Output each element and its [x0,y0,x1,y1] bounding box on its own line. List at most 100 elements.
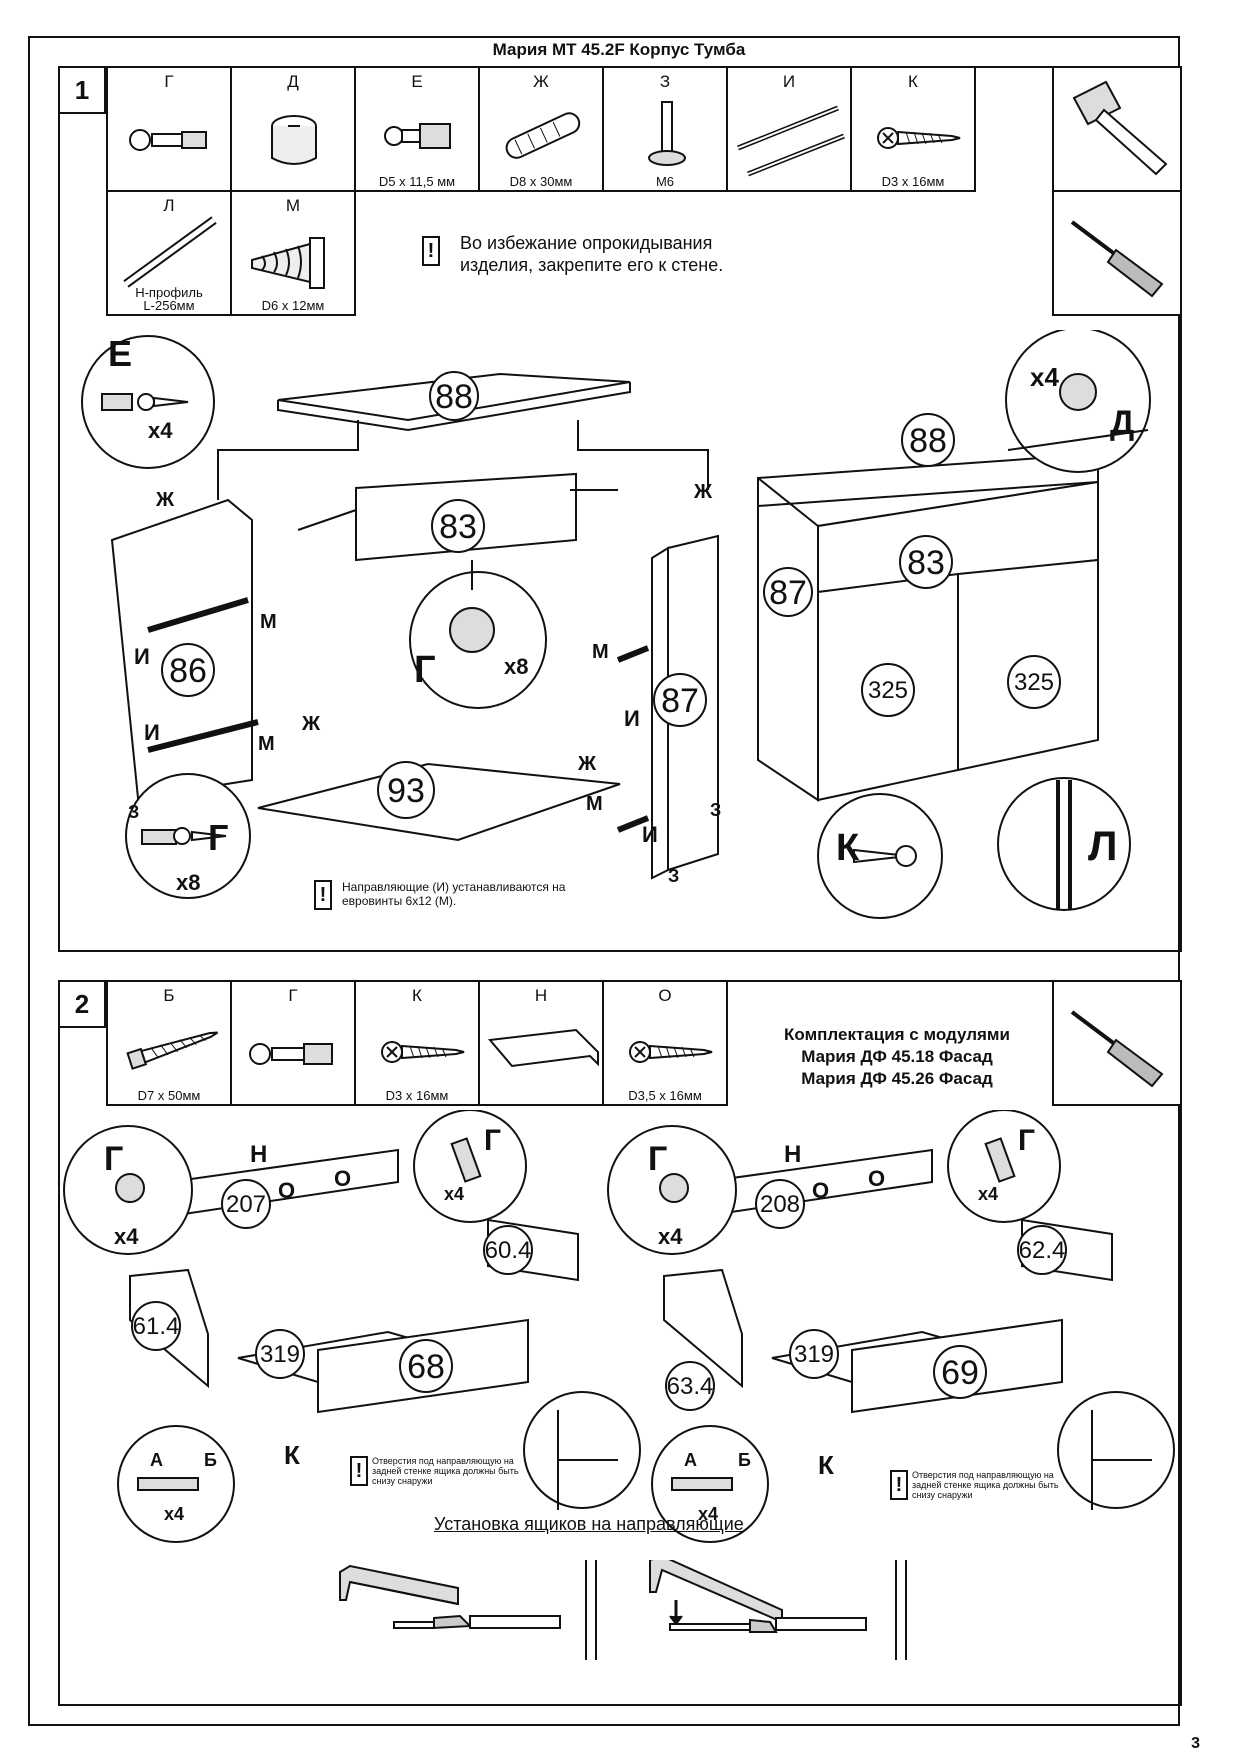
part-letter: Н [534,986,548,1005]
step2-number: 2 [58,980,106,1028]
callout-i-3: И [144,720,160,745]
part-letter: К [412,986,422,1005]
callout-z-2: З [710,800,721,820]
part-label-side-assembled: 87 [769,574,807,612]
callout-k-r: К [818,1450,834,1480]
drawer1-side-r-label: 60.4 [485,1237,532,1264]
callout-m-1: М [260,611,277,633]
drawer2-bottom-label: 319 [794,1341,834,1368]
handle-profile-icon [488,1028,599,1068]
callout-k: К [836,827,860,869]
callout-i-4: И [642,822,658,847]
step1-number: 1 [58,66,106,114]
callout-zh-3: Ж [301,713,321,735]
screwdriver-tool-box [1052,190,1182,316]
part-letter: И [782,72,796,91]
page-number: 3 [1191,1735,1200,1752]
callout-o-l2: О [334,1166,351,1191]
cam-lock-icon [271,115,317,165]
part-label-top-assembled: 88 [909,422,947,460]
part-label-rail-assembled: 83 [907,544,945,582]
part-cell-o: О D3,5 x 16мм [602,980,728,1106]
callout-x4-l3: x4 [164,1504,184,1524]
callout-zh-2: Ж [693,481,713,503]
h-profile-icon [123,216,217,288]
part-letter: Г [288,986,298,1005]
part-letter: Б [163,986,175,1005]
callout-m-4: М [586,793,603,815]
part-cell-b: Б D7 x 50мм [106,980,232,1106]
callout-g-r1: Г [648,1140,667,1178]
drawer-note-1: Отверстия под направляющую на задней сте… [372,1456,519,1486]
dowel-icon [505,112,581,159]
part-cell-g: Г [106,66,232,192]
callout-zh-1: Ж [155,489,175,511]
part-cell-e: Е D5 x 11,5 мм [354,66,480,192]
part-letter: О [658,986,672,1005]
drawer2-back-label: 69 [941,1354,979,1392]
drawer-slide-icon [737,105,845,177]
hammer-tool-box [1052,66,1182,192]
callout-g-l1: Г [104,1140,123,1178]
kit-line: Мария ДФ 45.18 Фасад [801,1047,993,1066]
kit-line: Комплектация с модулями [784,1025,1010,1044]
drawer1-back-label: 68 [407,1348,445,1386]
warning-icon: ! [422,236,440,266]
drawer1-side-l-label: 61.4 [133,1313,180,1340]
part-label-front-rail: 83 [439,508,477,546]
part-letter: Ж [533,72,549,91]
drawer-install-title: Установка ящиков на направляющие [434,1514,744,1534]
callout-m-2: М [592,641,609,663]
part-label-door-right: 325 [1014,669,1054,696]
callout-o-r1: О [812,1178,829,1203]
callout-a-l: А [150,1450,163,1470]
part-caption: D3 x 16мм [385,1088,449,1103]
callout-b-l: Б [204,1450,217,1470]
drawer1-front-label: 207 [226,1191,266,1218]
callout-n-l: Н [250,1141,267,1168]
part-caption: D6 x 12мм [261,298,325,313]
callout-g-zoom: Г [414,649,436,691]
callout-g-bottom: Г [208,817,228,858]
screw-icon [629,1041,713,1063]
part-caption: D7 x 50мм [137,1088,201,1103]
screwdriver-icon [1070,1010,1164,1088]
part-label-top: 88 [435,378,473,416]
part-cell-z: З M6 [602,66,728,192]
part-cell-k2: К D3 x 16мм [354,980,480,1106]
callout-n-r: Н [784,1141,801,1168]
cabinet-assembly-drawing: 88 83 86 87 93 88 83 87 325 325 Е x4 Г x… [81,330,1151,919]
part-cell-i: И [726,66,852,192]
anchor-screw-icon [126,1031,219,1070]
callout-z-1: З [128,802,139,822]
part-cell-zh: Ж D8 x 30мм [478,66,604,192]
callout-x4-e: x4 [148,418,173,443]
drawer-note-2: Отверстия под направляющую на задней сте… [912,1470,1059,1500]
part-caption: D3 x 16мм [881,174,945,189]
part-letter: Л [163,196,175,215]
part-cell-d: Д [230,66,356,192]
drawer1-bottom-label: 319 [260,1341,300,1368]
callout-i-1: И [134,644,150,669]
part-cell-m: М D6 x 12мм [230,190,356,316]
drawer2-side-l-label: 63.4 [667,1373,714,1400]
part-label-right-side: 87 [661,682,699,720]
kit-info: Комплектация с модулями Мария ДФ 45.18 Ф… [752,1024,1042,1090]
drawer-install-drawing [339,1560,907,1660]
part-letter: К [908,72,918,91]
part-letter: М [285,196,301,215]
part-label-left-side: 86 [169,652,207,690]
part-cell-l: Л Н-профиль L-256мм [106,190,232,316]
euro-screw-icon [251,237,325,289]
part-caption: D3,5 x 16мм [628,1088,702,1103]
page-title: Мария MT 45.2F Корпус Тумба [492,40,746,59]
callout-m-3: М [258,733,275,755]
hammer-icon [1072,80,1168,176]
part-cell-k: К D3 x 16мм [850,66,976,192]
callout-x8-bottom: x8 [176,870,200,895]
part-cell-g2: Г [230,980,356,1106]
callout-x4-l1: x4 [114,1224,139,1249]
drawer2-front-label: 208 [760,1191,800,1218]
callout-a-r: А [684,1450,697,1470]
part-letter: Г [164,72,174,91]
